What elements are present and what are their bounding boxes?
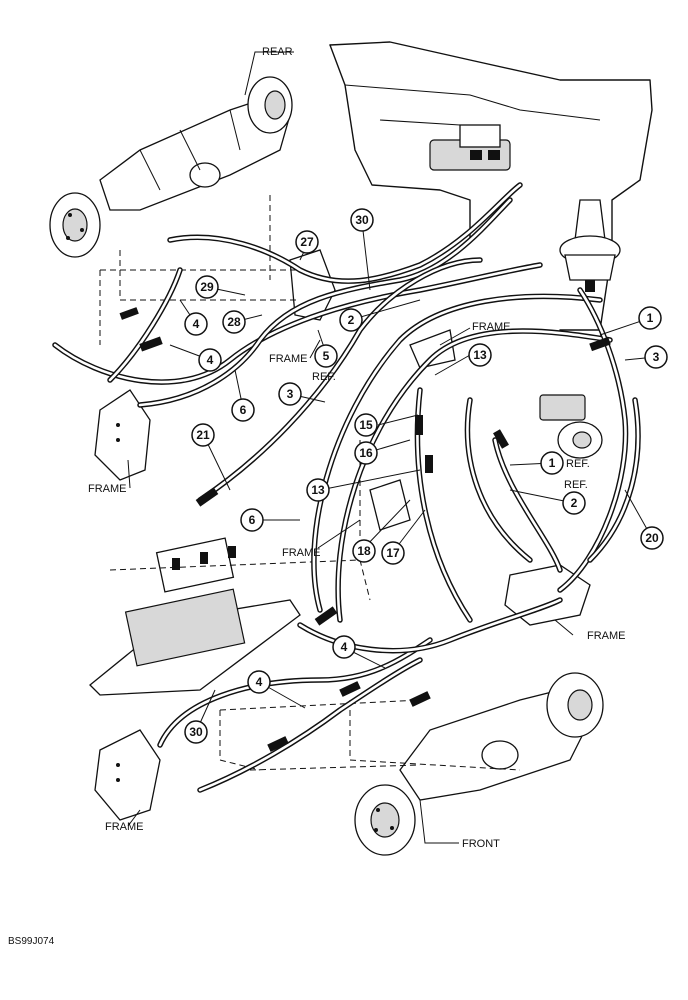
frame-label-center: FRAME	[282, 547, 321, 559]
svg-text:4: 4	[256, 675, 263, 689]
drawing-code: BS99J074	[8, 936, 55, 947]
callout-4-b: 4	[198, 348, 222, 372]
svg-text:15: 15	[359, 418, 373, 432]
svg-text:1: 1	[549, 456, 556, 470]
svg-text:13: 13	[473, 348, 487, 362]
callout-17: 17	[381, 541, 405, 565]
svg-text:13: 13	[311, 483, 325, 497]
callout-6-b: 6	[240, 508, 264, 532]
svg-text:5: 5	[323, 349, 330, 363]
svg-text:27: 27	[300, 235, 314, 249]
frame-label-bottom: FRAME	[105, 821, 144, 833]
callout-3-b: 3	[644, 345, 668, 369]
callout-16: 16	[354, 441, 378, 465]
svg-text:21: 21	[196, 428, 210, 442]
pilot-valve-assembly	[429, 124, 511, 171]
frame-label-left: FRAME	[88, 483, 127, 495]
callout-1-a: 1	[638, 306, 662, 330]
ref-label-1: REF.	[566, 458, 590, 470]
rear-axle	[49, 76, 293, 258]
callout-15: 15	[354, 413, 378, 437]
machine-frame-outline	[329, 41, 653, 331]
svg-text:29: 29	[200, 280, 214, 294]
ref-label-2: REF.	[564, 479, 588, 491]
callout-20: 20	[640, 526, 664, 550]
svg-text:4: 4	[193, 317, 200, 331]
svg-text:1: 1	[647, 311, 654, 325]
svg-text:16: 16	[359, 446, 373, 460]
text-labels: REAR FRONT FRAME FRAME FRAME FRAME FRAME…	[8, 46, 626, 947]
callout-2-a: 2	[339, 308, 363, 332]
svg-text:28: 28	[227, 315, 241, 329]
svg-text:20: 20	[645, 531, 659, 545]
callout-5: 5	[314, 344, 338, 368]
callout-28: 28	[222, 310, 246, 334]
frame-label-right: FRAME	[587, 630, 626, 642]
frame-brackets	[94, 249, 591, 821]
callout-13-a: 13	[468, 343, 492, 367]
callout-21: 21	[191, 423, 215, 447]
callout-18: 18	[352, 539, 376, 563]
loader-control-valve	[89, 537, 301, 696]
callout-6-a: 6	[231, 398, 255, 422]
callout-4-d: 4	[247, 670, 271, 694]
rear-label: REAR	[262, 46, 293, 58]
callout-4-a: 4	[184, 312, 208, 336]
callout-29: 29	[195, 275, 219, 299]
callout-1-b: 1	[540, 451, 564, 475]
hydraulic-motor	[539, 394, 603, 459]
svg-text:4: 4	[341, 640, 348, 654]
hose-fittings	[119, 307, 611, 752]
callout-30-bottom: 30	[184, 720, 208, 744]
svg-text:6: 6	[249, 513, 256, 527]
joystick	[559, 199, 621, 292]
callout-3-a: 3	[278, 382, 302, 406]
frame-label-top: FRAME	[472, 321, 511, 333]
callout-13-b: 13	[306, 478, 330, 502]
svg-text:30: 30	[355, 213, 369, 227]
svg-text:6: 6	[240, 403, 247, 417]
callout-27: 27	[295, 230, 319, 254]
svg-text:3: 3	[287, 387, 294, 401]
callout-2-b: 2	[562, 491, 586, 515]
svg-text:4: 4	[207, 353, 214, 367]
front-label: FRONT	[462, 838, 500, 850]
svg-text:30: 30	[189, 725, 203, 739]
svg-text:17: 17	[386, 546, 400, 560]
svg-text:2: 2	[348, 313, 355, 327]
callout-30-top: 30	[350, 208, 374, 232]
ref-label-3: REF.	[312, 371, 336, 383]
frame-label-mid: FRAME	[269, 353, 308, 365]
svg-text:2: 2	[571, 496, 578, 510]
svg-text:3: 3	[653, 350, 660, 364]
svg-text:18: 18	[357, 544, 371, 558]
callout-4-c: 4	[332, 635, 356, 659]
front-axle	[354, 672, 604, 856]
